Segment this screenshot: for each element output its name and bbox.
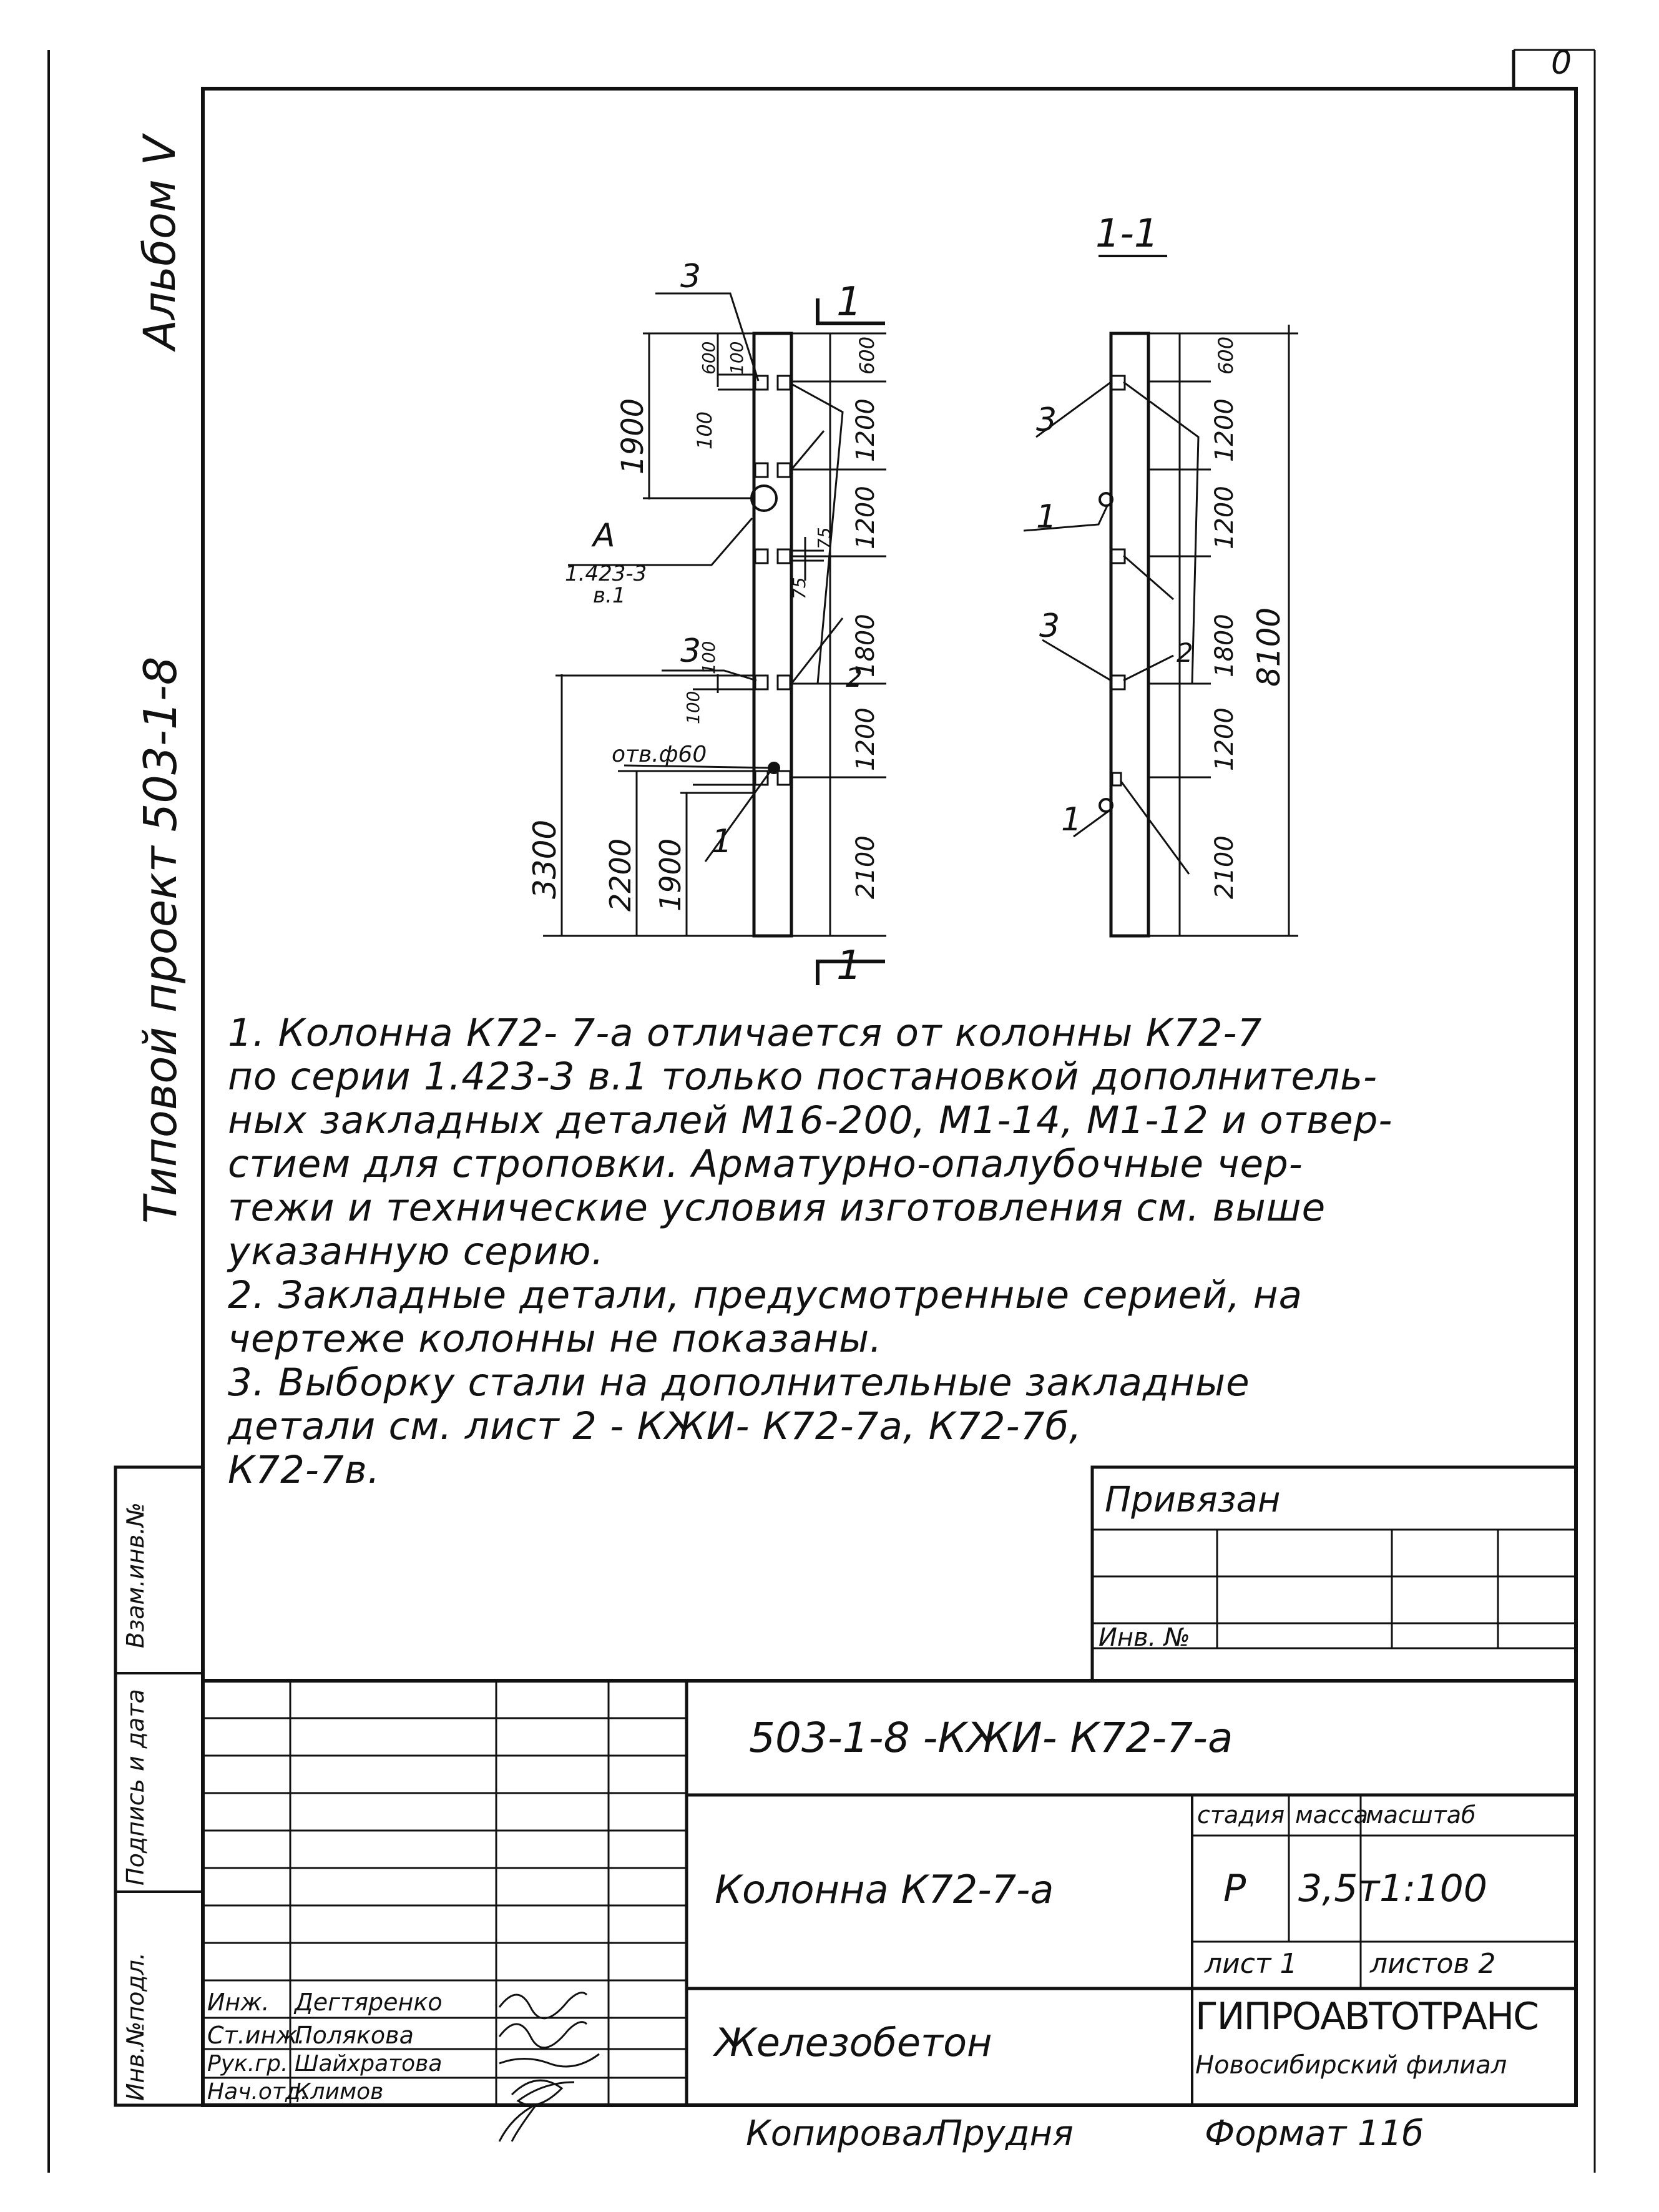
- svg-text:1800: 1800: [851, 614, 880, 677]
- scale-label: масштаб: [1366, 1801, 1476, 1829]
- title-block: [201, 1679, 1578, 2107]
- staff-name: Шайхратова: [295, 2051, 443, 2077]
- staff-role: Рук.гр.: [207, 2051, 288, 2077]
- svg-text:1200: 1200: [1210, 707, 1239, 771]
- note-line: тежи и технические условия изготовления …: [228, 1186, 1326, 1230]
- callout-A-issue: в.1: [593, 583, 625, 608]
- svg-text:75: 75: [814, 527, 834, 549]
- privyazan-title: Привязан: [1105, 1480, 1281, 1520]
- sheet-value: лист 1: [1205, 1948, 1298, 1980]
- callout-3-left-mid: 3: [680, 632, 701, 670]
- staff-name: Дегтяренко: [295, 1988, 443, 2016]
- sheets-value: листов 2: [1370, 1948, 1496, 1980]
- sidebar-label-signature: Подпись и дата: [122, 1689, 149, 1885]
- svg-text:600: 600: [855, 337, 879, 375]
- section-mark-label-top: 1: [836, 279, 862, 325]
- material: Железобетон: [715, 2020, 992, 2065]
- svg-text:2100: 2100: [1210, 835, 1239, 899]
- branch: Новосибирский филиал: [1195, 2051, 1507, 2080]
- svg-text:100: 100: [727, 342, 747, 375]
- stage-label: стадия: [1197, 1801, 1285, 1829]
- sidebar-label-replaces: Взам.инв.№: [122, 1502, 149, 1648]
- svg-text:1200: 1200: [1210, 398, 1239, 462]
- section-mark-label-bottom: 1: [836, 943, 862, 989]
- svg-text:1200: 1200: [851, 486, 880, 549]
- copier-name: Прудня: [936, 2113, 1074, 2154]
- staff-name: Полякова: [295, 2022, 414, 2049]
- note-line: чертеже колонны не показаны.: [228, 1317, 883, 1361]
- callout-1-right-top: 1: [1036, 498, 1057, 536]
- embedded-details-right: [1110, 375, 1126, 787]
- note-line: К72-7в.: [228, 1448, 381, 1492]
- note-line: детали см. лист 2 - КЖИ- К72-7а, К72-7б,: [228, 1404, 1082, 1448]
- sheet-number: 0: [1551, 44, 1572, 82]
- dimension-labels: 1900 3300 600 100 100 100 100 2200 1900 …: [527, 337, 1287, 912]
- svg-text:1200: 1200: [851, 707, 880, 771]
- callout-3-right-top: 3: [1036, 401, 1057, 439]
- organization: ГИПРОАВТОТРАНС: [1195, 1995, 1539, 2038]
- privyazan-inv: Инв. №: [1099, 1623, 1190, 1652]
- note-line: указанную серию.: [228, 1229, 604, 1274]
- eyelet-bottom: [1099, 798, 1113, 813]
- column-left-view: [752, 332, 793, 938]
- callout-3-left-top: 3: [680, 258, 701, 295]
- note-line: по серии 1.423-3 в.1 только постановкой …: [228, 1054, 1378, 1099]
- callout-1-right-bot: 1: [1061, 801, 1082, 838]
- staff-role: Нач.отд.: [207, 2079, 308, 2105]
- copied-label: Копировал: [746, 2113, 946, 2154]
- callout-A: А: [591, 517, 615, 554]
- svg-text:3300: 3300: [527, 820, 563, 899]
- svg-text:100: 100: [693, 411, 717, 450]
- mass-value: 3,5т: [1298, 1867, 1380, 1910]
- column-right-view: [1109, 332, 1150, 938]
- scale-value: 1:100: [1379, 1867, 1487, 1910]
- staff-role: Ст.инж.: [207, 2022, 305, 2049]
- drawing-name: Колонна К72-7-а: [715, 1867, 1054, 1912]
- album-label: Альбом V: [134, 135, 185, 350]
- callout-3-right-mid: 3: [1039, 607, 1060, 645]
- svg-text:1800: 1800: [1210, 614, 1239, 677]
- section-mark-bottom: [816, 960, 885, 985]
- callout-1-left: 1: [712, 823, 732, 860]
- eyelet-top: [1099, 492, 1113, 507]
- hole-label: отв.ф60: [612, 742, 707, 767]
- staff-name: Климов: [295, 2079, 384, 2105]
- format-label: Формат 11б: [1205, 2113, 1424, 2154]
- note-line: 2. Закладные детали, предусмотренные сер…: [228, 1273, 1303, 1317]
- signatures: [498, 1992, 600, 2142]
- svg-text:2200: 2200: [604, 838, 637, 912]
- staff-role: Инж.: [207, 1988, 270, 2016]
- stage-value: Р: [1223, 1867, 1246, 1910]
- svg-text:8100: 8100: [1251, 607, 1287, 687]
- embedded-details-left: [754, 375, 791, 786]
- svg-text:100: 100: [698, 641, 719, 674]
- document-code: 503-1-8 -КЖИ- К72-7-а: [749, 1714, 1233, 1762]
- sidebar-label-inventory: Инв.№подл.: [122, 1952, 149, 2101]
- note-line: ных закладных деталей М16-200, М1-14, М1…: [228, 1098, 1393, 1143]
- svg-text:600: 600: [1214, 337, 1238, 375]
- svg-text:600: 600: [698, 342, 719, 375]
- svg-text:75: 75: [789, 577, 810, 599]
- svg-text:1900: 1900: [653, 838, 687, 912]
- svg-text:100: 100: [683, 691, 703, 724]
- callout-2-right: 2: [1177, 637, 1193, 668]
- callout-2-left: 2: [846, 662, 863, 693]
- mass-label: масса: [1295, 1801, 1369, 1829]
- svg-text:1200: 1200: [851, 398, 880, 462]
- section-title: 1-1: [1095, 210, 1158, 256]
- project-label: Типовой проект 503-1-8: [134, 656, 187, 1224]
- section-mark-top: [816, 298, 885, 325]
- svg-text:1200: 1200: [1210, 486, 1239, 549]
- note-line: стием для строповки. Арматурно-опалубочн…: [228, 1142, 1303, 1186]
- note-line: 1. Колонна К72- 7-а отличается от колонн…: [228, 1011, 1263, 1055]
- note-line: 3. Выборку стали на дополнительные закла…: [228, 1360, 1250, 1405]
- svg-text:2100: 2100: [851, 835, 880, 899]
- svg-text:1900: 1900: [615, 398, 650, 474]
- callout-A-series: 1.423-3: [565, 561, 647, 586]
